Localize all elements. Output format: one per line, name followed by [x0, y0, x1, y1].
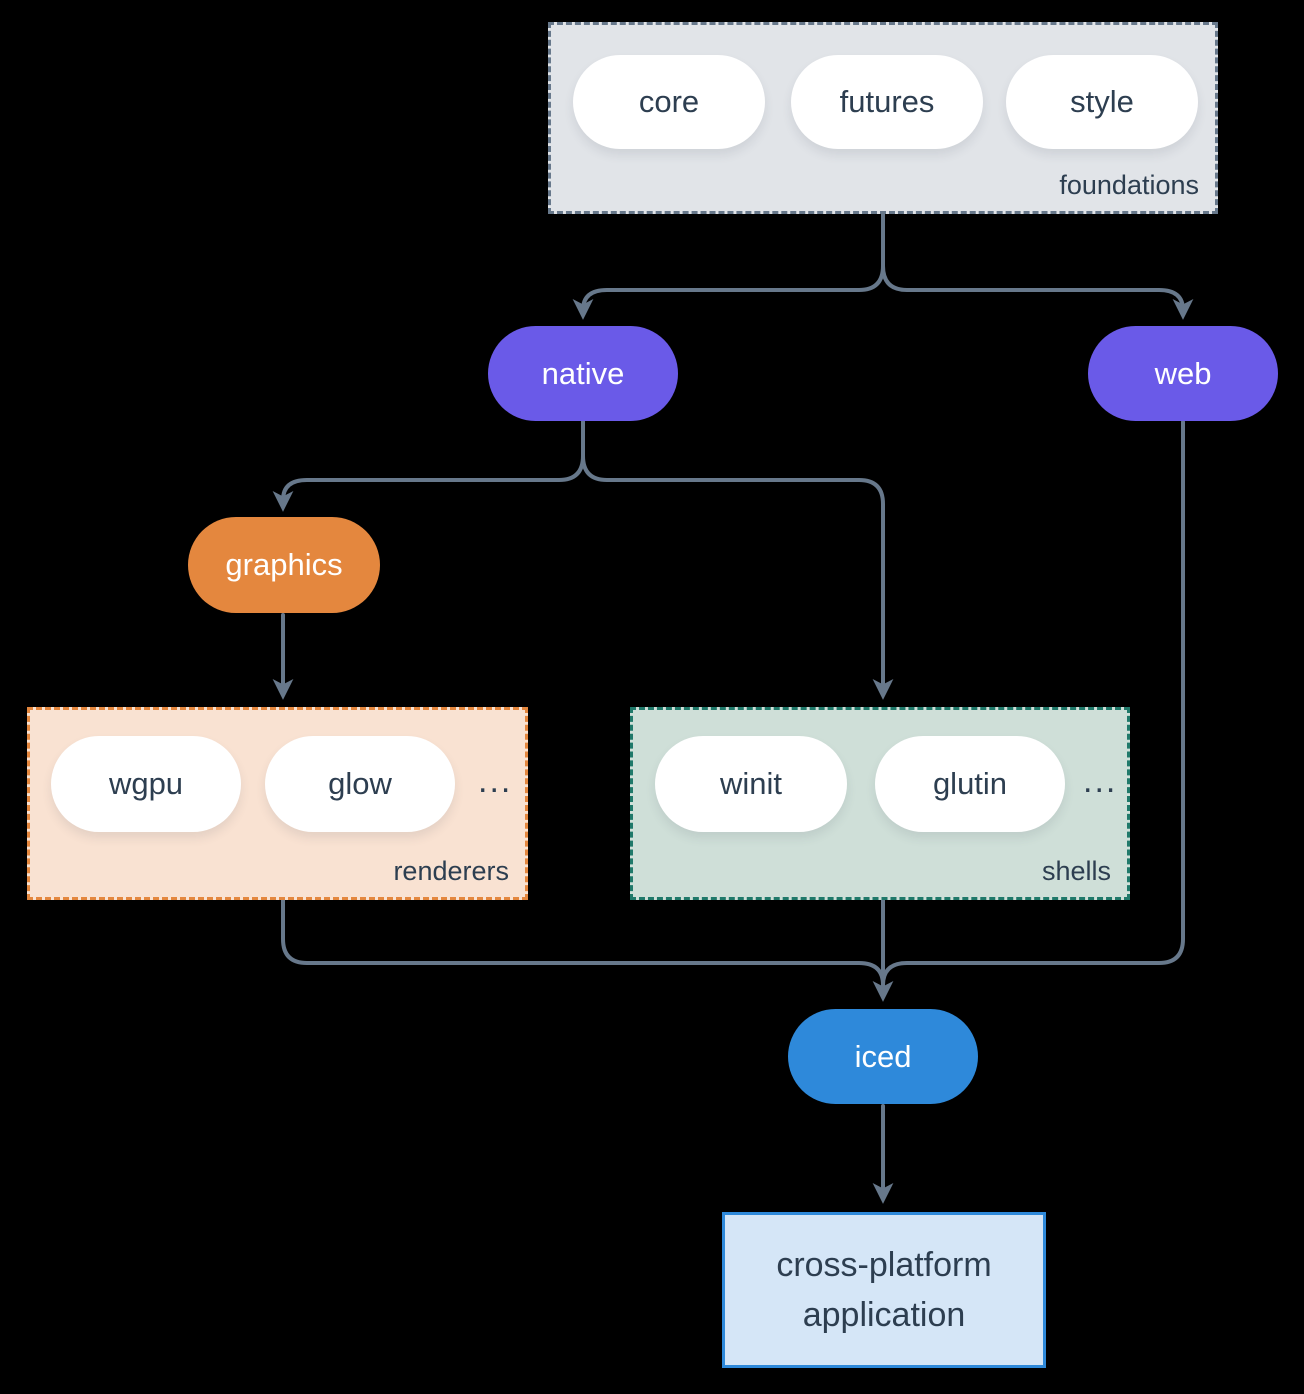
node-glutin: glutin	[875, 736, 1065, 832]
node-graphics: graphics	[188, 517, 380, 613]
node-wgpu: wgpu	[51, 736, 241, 832]
node-application-label: cross-platform application	[776, 1246, 992, 1334]
group-foundations: core futures style foundations	[548, 22, 1218, 214]
node-glow-label: glow	[328, 766, 392, 801]
node-iced-label: iced	[854, 1038, 912, 1074]
node-native: native	[488, 326, 678, 421]
node-web-label: web	[1154, 355, 1212, 391]
group-renderers: wgpu glow ... renderers	[27, 707, 528, 900]
node-futures-label: futures	[839, 84, 935, 119]
renderers-ellipsis: ...	[478, 762, 513, 800]
shells-ellipsis: ...	[1083, 762, 1118, 800]
node-application: cross-platform application	[722, 1212, 1046, 1368]
group-foundations-label: foundations	[1059, 170, 1199, 200]
group-renderers-label: renderers	[393, 856, 509, 886]
node-style: style	[1006, 55, 1198, 149]
edge-renderers-merge	[281, 898, 885, 990]
node-native-label: native	[541, 355, 625, 391]
node-web: web	[1088, 326, 1278, 421]
edge-web-merge	[881, 420, 1185, 990]
node-core-label: core	[638, 84, 700, 119]
edge-native-shells	[581, 420, 894, 700]
edge-foundations-web	[881, 212, 1194, 320]
node-winit: winit	[655, 736, 847, 832]
node-winit-label: winit	[719, 766, 782, 801]
edge-foundations-native	[572, 212, 885, 320]
edge-native-graphics	[272, 420, 585, 512]
group-shells-label: shells	[1041, 856, 1111, 886]
node-style-label: style	[1070, 84, 1134, 119]
node-graphics-label: graphics	[225, 547, 343, 582]
node-core: core	[573, 55, 765, 149]
group-shells: winit glutin ... shells	[630, 707, 1130, 900]
node-futures: futures	[791, 55, 983, 149]
node-wgpu-label: wgpu	[108, 766, 184, 801]
node-iced: iced	[788, 1009, 978, 1104]
node-glow: glow	[265, 736, 455, 832]
node-glutin-label: glutin	[932, 766, 1008, 801]
